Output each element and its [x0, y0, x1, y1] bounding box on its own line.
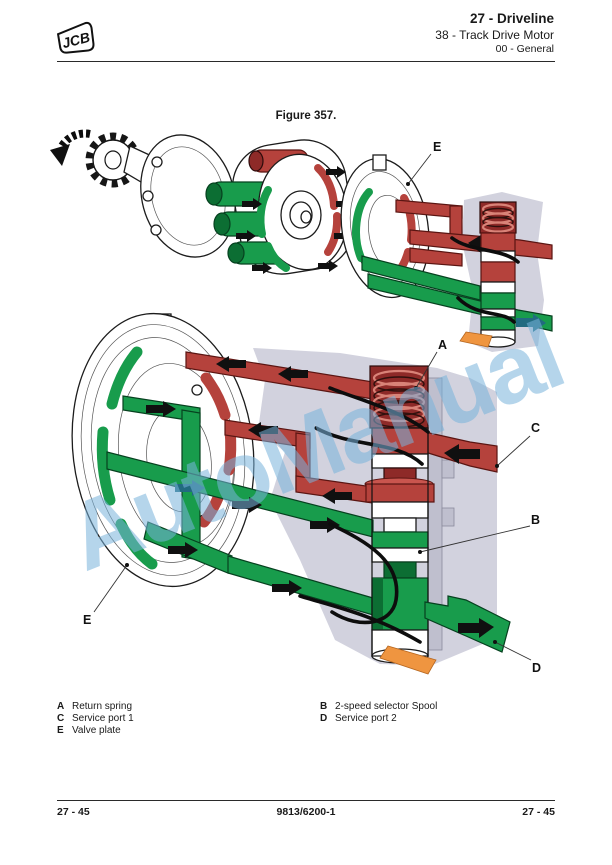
- header: 27 - Driveline 38 - Track Drive Motor 00…: [435, 11, 554, 56]
- rotation-arrow-icon: [50, 129, 91, 166]
- legend-key: E: [57, 725, 64, 736]
- legend-item-e: E Valve plate: [57, 725, 134, 737]
- page-title: 27 - Driveline: [469, 11, 554, 26]
- legend-key: B: [320, 701, 328, 712]
- figure-357-illustration: E: [50, 129, 553, 675]
- label-d: D: [493, 640, 541, 675]
- legend-key: A: [57, 701, 65, 712]
- selector-spool-small: [450, 201, 520, 348]
- page-section: 00 - General: [495, 42, 554, 55]
- jcb-logo: JCB: [56, 21, 95, 54]
- jcb-logo-text: JCB: [60, 29, 91, 51]
- header-rule: [57, 61, 555, 62]
- svg-text:E: E: [433, 140, 441, 154]
- footer-page-left: 27 - 45: [57, 806, 90, 818]
- red-galleries: [185, 351, 498, 504]
- svg-text:C: C: [531, 421, 540, 435]
- hydraulic-circuit-illustration: A C B D E: [71, 312, 541, 675]
- pilot-arrow-small: [459, 331, 493, 348]
- label-a: A: [414, 338, 447, 390]
- legend-item-c: C Service port 1: [57, 713, 134, 725]
- service-port-2: [424, 595, 511, 653]
- label-c: C: [495, 421, 540, 468]
- svg-text:E: E: [83, 613, 91, 627]
- legend-text: Service port 2: [335, 713, 397, 724]
- label-b: B: [418, 513, 540, 554]
- legend-item-d: D Service port 2: [320, 713, 437, 725]
- legend-item-b: B 2-speed selector Spool: [320, 701, 437, 713]
- legend-key: D: [320, 713, 328, 724]
- svg-text:A: A: [438, 338, 447, 352]
- legend-text: Valve plate: [72, 725, 121, 736]
- svg-text:B: B: [531, 513, 540, 527]
- footer-doc-number: 9813/6200-1: [276, 806, 336, 818]
- page-subtitle: 38 - Track Drive Motor: [435, 27, 554, 42]
- svg-text:D: D: [532, 661, 541, 675]
- valve-plate-large: [71, 312, 255, 588]
- motor-flange: [140, 134, 236, 258]
- label-e-top: E: [406, 140, 441, 186]
- footer-page-right: 27 - 45: [522, 806, 555, 818]
- legend-item-a: A Return spring: [57, 701, 134, 713]
- legend-key: C: [57, 713, 65, 724]
- green-galleries: [106, 395, 374, 616]
- label-e-bottom: E: [83, 563, 129, 627]
- legend-text: Return spring: [72, 701, 133, 712]
- piston-motor-illustration: E: [50, 129, 553, 352]
- pilot-arrow-large: [379, 645, 437, 675]
- legend-text: 2-speed selector Spool: [335, 701, 438, 712]
- cylinder-block: [205, 139, 356, 275]
- footer-rule: [57, 800, 555, 801]
- figure-caption: Figure 357.: [275, 110, 337, 122]
- selector-spool-large: [298, 365, 437, 675]
- legend-text: Service port 1: [72, 713, 134, 724]
